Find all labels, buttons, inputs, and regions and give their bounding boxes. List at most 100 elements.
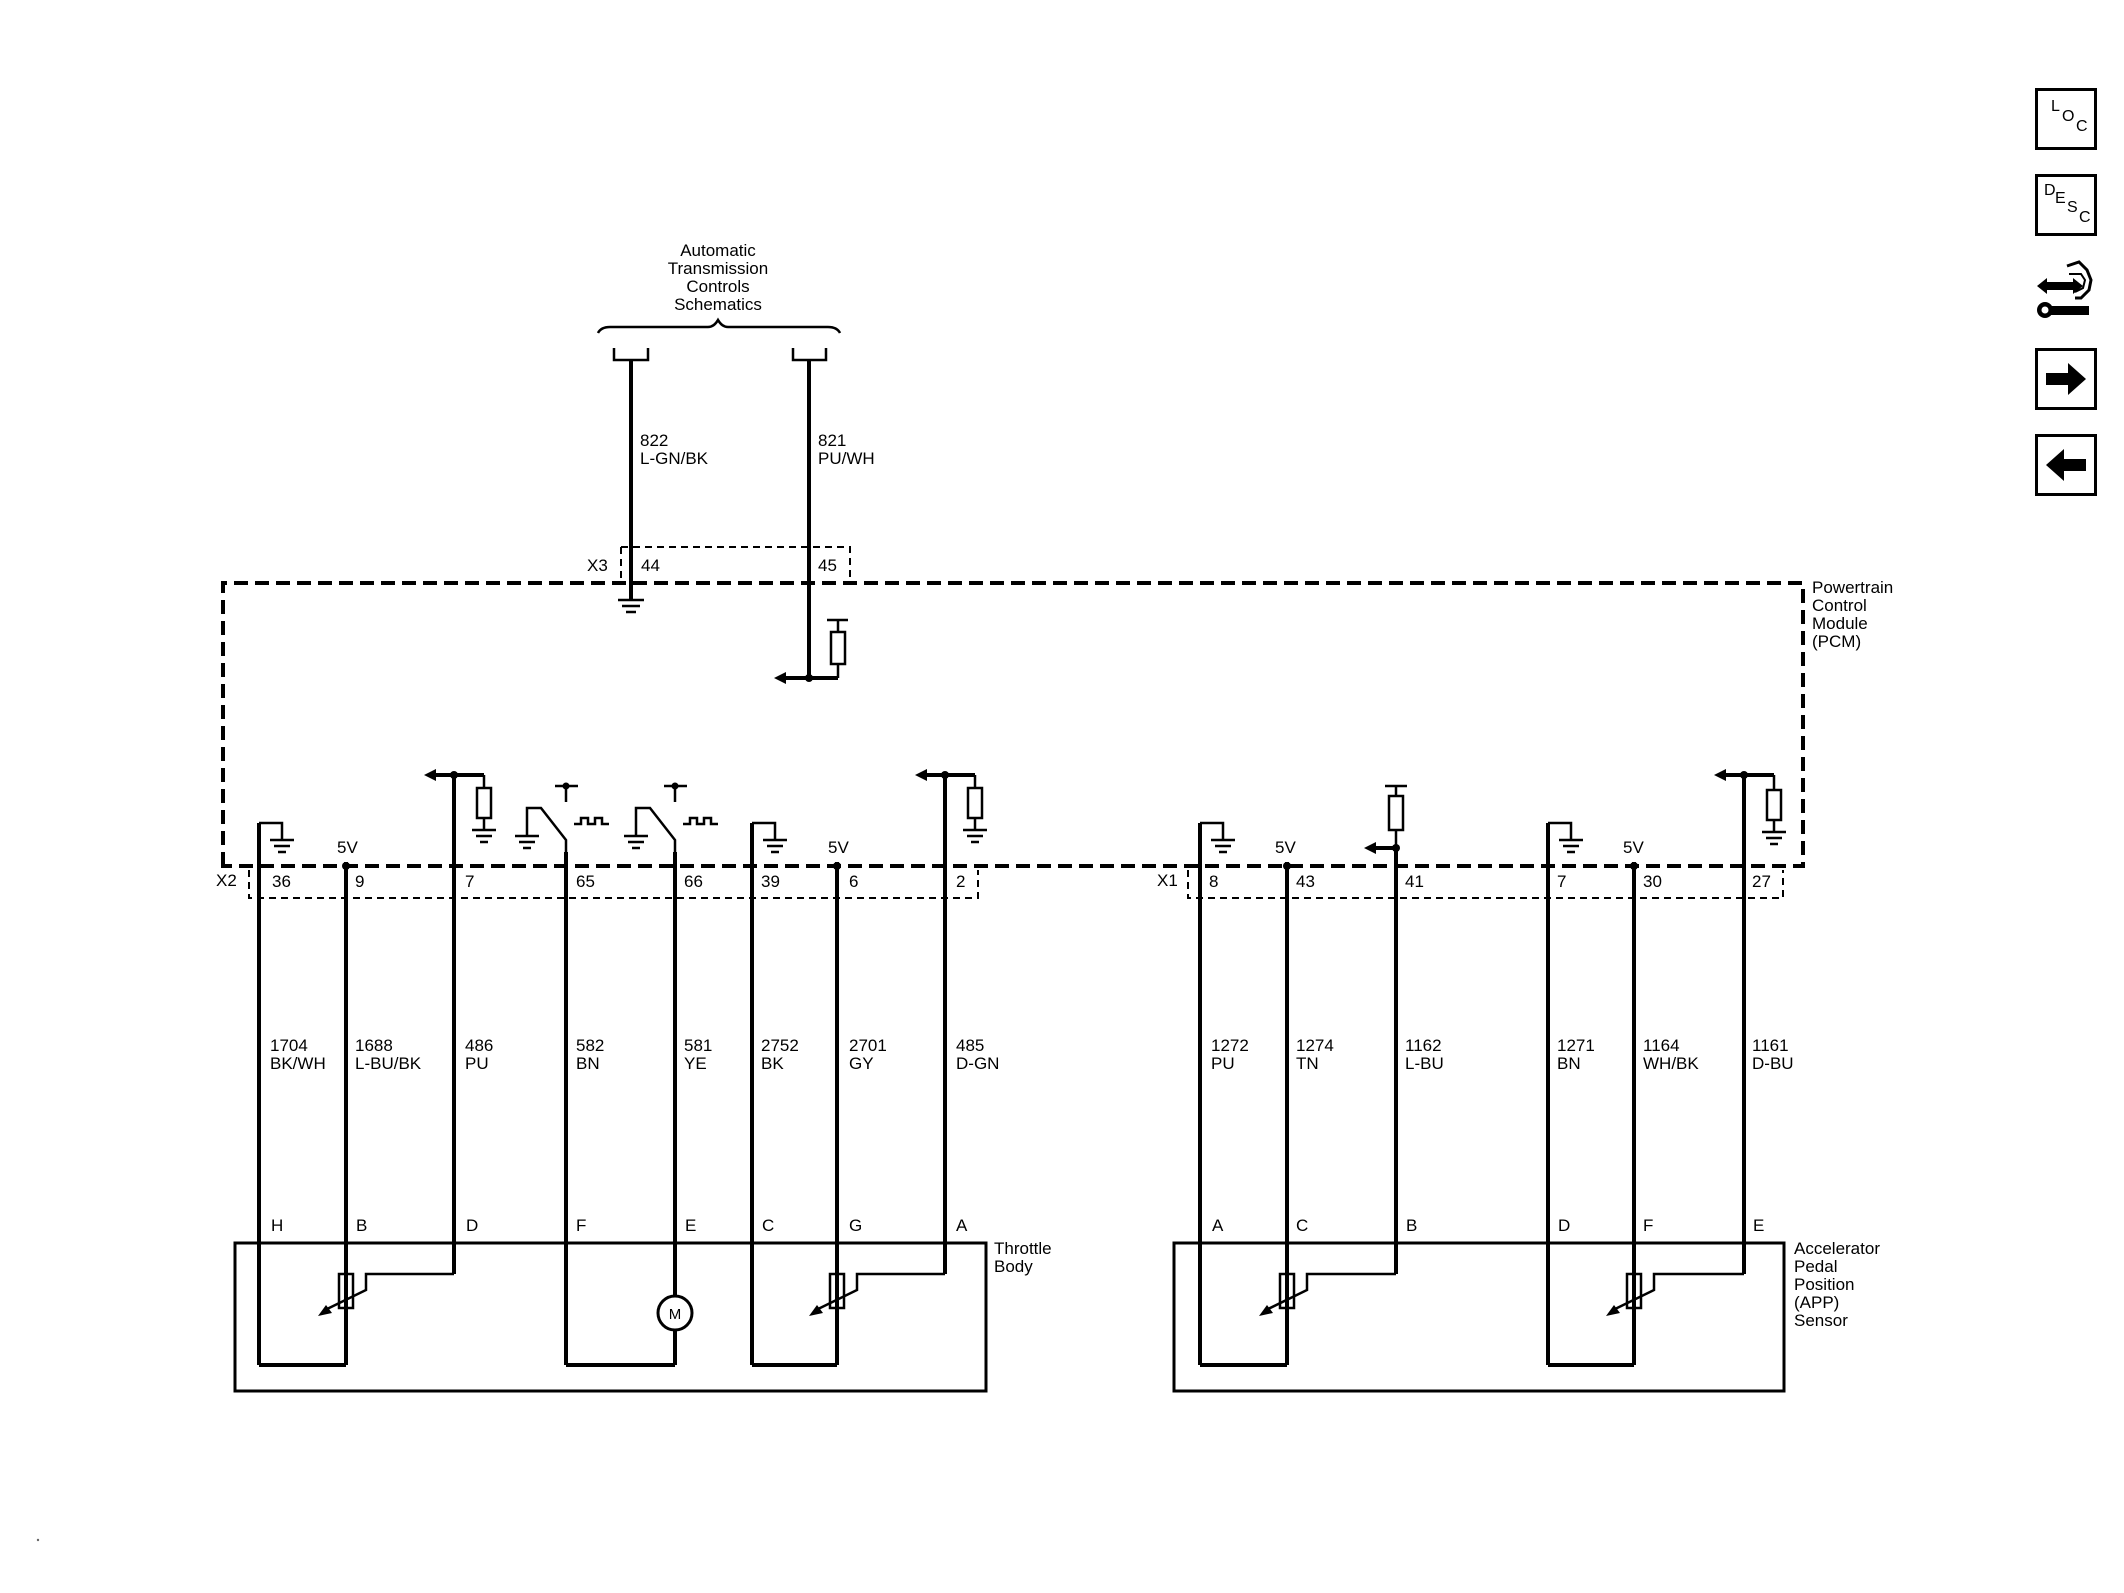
throttle-body-box xyxy=(233,1241,988,1393)
input-arrow-icon xyxy=(915,769,927,781)
desc-letter-c: C xyxy=(2079,209,2091,226)
wire-1164-color: WH/BK xyxy=(1643,1054,1699,1073)
x2-pin-36: 36 xyxy=(272,872,291,891)
description-button[interactable]: D E S C xyxy=(2035,174,2097,236)
wire-1271-num: 1271 xyxy=(1557,1036,1595,1055)
wire-1274-color: TN xyxy=(1296,1054,1319,1073)
next-page-button[interactable] xyxy=(2035,348,2097,410)
atc-label-line3: Controls xyxy=(686,277,749,296)
x2-pin-9: 9 xyxy=(355,872,364,891)
x1-pin-43: 43 xyxy=(1296,872,1315,891)
throttle-terminal-A: A xyxy=(956,1216,968,1235)
pcm-label-line3: Module xyxy=(1812,614,1868,633)
app-sensor-label-line3: Position xyxy=(1794,1275,1854,1294)
app-sensor-label-line5: Sensor xyxy=(1794,1311,1848,1330)
x1-pin-27: 27 xyxy=(1752,872,1771,891)
wire-1704-num: 1704 xyxy=(270,1036,308,1055)
atc-label-line1: Automatic xyxy=(680,241,756,260)
wire-2701-num: 2701 xyxy=(849,1036,887,1055)
arrow-left-icon xyxy=(2046,449,2086,481)
loc-letter-l: L xyxy=(2051,98,2060,115)
pcm-label-line4: (PCM) xyxy=(1812,632,1861,651)
wire-1688-color: L-BU/BK xyxy=(355,1054,422,1073)
app-sensor-1 xyxy=(1259,1272,1396,1316)
wiper-arrow-icon xyxy=(809,1305,823,1316)
connector-822 xyxy=(612,348,650,362)
pull-down-resistor-486 xyxy=(424,769,496,844)
supply-5v-label-x1-43: 5V xyxy=(1275,838,1296,857)
x2-pin-6: 6 xyxy=(849,872,858,891)
app-sensor-2 xyxy=(1606,1272,1744,1316)
wiper-arrow-icon xyxy=(1606,1305,1620,1316)
app-sensor-label-line2: Pedal xyxy=(1794,1257,1837,1276)
input-arrow-icon xyxy=(774,672,786,684)
x1-pin-8: 8 xyxy=(1209,872,1218,891)
x2-pin-66: 66 xyxy=(684,872,703,891)
ground-icon xyxy=(1548,821,1583,854)
wiper-arrow-icon xyxy=(1259,1305,1273,1316)
supply-5v-label-x1-30: 5V xyxy=(1623,838,1644,857)
app-terminal-D: D xyxy=(1558,1216,1570,1235)
location-button[interactable]: L O C xyxy=(2035,88,2097,150)
throttle-position-sensor-1 xyxy=(318,1272,454,1316)
wire-1162-color: L-BU xyxy=(1405,1054,1444,1073)
x1-connector-outline xyxy=(1187,870,1784,899)
desc-letter-s: S xyxy=(2067,199,2078,216)
wire-1161-num: 1161 xyxy=(1752,1036,1789,1055)
throttle-body-label-line1: Throttle xyxy=(994,1239,1052,1258)
wire-582-color: BN xyxy=(576,1054,600,1073)
arrow-right-icon xyxy=(2046,363,2086,395)
wire-2752-num: 2752 xyxy=(761,1036,799,1055)
pull-up-resistor-821 xyxy=(774,618,848,684)
atc-label-line4: Schematics xyxy=(674,295,762,314)
wire-2701-color: GY xyxy=(849,1054,874,1073)
pull-down-resistor-1161 xyxy=(1714,769,1786,846)
throttle-position-sensor-2 xyxy=(809,1272,945,1316)
previous-page-button[interactable] xyxy=(2035,434,2097,496)
app-terminal-F: F xyxy=(1643,1216,1653,1235)
pull-up-resistor-1162 xyxy=(1364,784,1407,854)
throttle-terminal-B: B xyxy=(356,1216,367,1235)
x1-label: X1 xyxy=(1157,871,1178,890)
wire-485-color: D-GN xyxy=(956,1054,999,1073)
x2-pin-2: 2 xyxy=(956,872,965,891)
motor-label: M xyxy=(669,1306,682,1323)
throttle-terminal-G: G xyxy=(849,1216,862,1235)
x3-connector-outline xyxy=(621,546,851,578)
wire-821-num: 821 xyxy=(818,431,846,450)
input-arrow-icon xyxy=(1714,769,1726,781)
x2-label: X2 xyxy=(216,871,237,890)
wire-486-color: PU xyxy=(465,1054,489,1073)
ground-icon xyxy=(259,821,294,854)
x3-label: X3 xyxy=(587,556,608,575)
throttle-body-label-line2: Body xyxy=(994,1257,1033,1276)
wire-2752-color: BK xyxy=(761,1054,784,1073)
wire-1162-num: 1162 xyxy=(1405,1036,1442,1055)
throttle-terminal-C: C xyxy=(762,1216,774,1235)
wire-581-color: YE xyxy=(684,1054,707,1073)
connector-821 xyxy=(791,348,828,362)
wire-1161-color: D-BU xyxy=(1752,1054,1794,1073)
connector-end-view-icon[interactable] xyxy=(2035,258,2099,332)
pcm-boundary xyxy=(221,581,1805,868)
desc-letter-e: E xyxy=(2055,190,2066,207)
loc-letter-c: C xyxy=(2076,118,2088,135)
x3-pin-44: 44 xyxy=(641,556,660,575)
app-terminal-E: E xyxy=(1753,1216,1764,1235)
wire-822-num: 822 xyxy=(640,431,668,450)
wire-821-color: PU/WH xyxy=(818,449,875,468)
x2-connector-outline xyxy=(248,870,979,899)
pcm-label-line2: Control xyxy=(1812,596,1867,615)
x1-pin-7: 7 xyxy=(1557,872,1566,891)
app-terminal-A: A xyxy=(1212,1216,1224,1235)
app-sensor-label-line1: Accelerator xyxy=(1794,1239,1880,1258)
x3-pin-45: 45 xyxy=(818,556,837,575)
wire-486-num: 486 xyxy=(465,1036,493,1055)
throttle-terminal-H: H xyxy=(271,1216,283,1235)
throttle-terminal-D: D xyxy=(466,1216,478,1235)
atc-brace xyxy=(596,317,842,334)
atc-reference[interactable]: Automatic Transmission Controls Schemati… xyxy=(596,241,842,334)
motor-driver-switch-65 xyxy=(515,782,609,852)
ground-icon xyxy=(752,821,787,854)
